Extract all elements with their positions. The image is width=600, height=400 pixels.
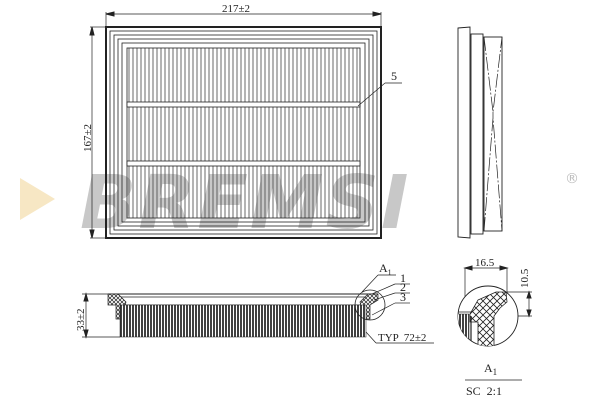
detail-title: A1 (484, 361, 497, 377)
callout-3: 3 (400, 290, 406, 304)
top-view: 217±2 167±2 5 (82, 3, 402, 239)
detail-width-dimension: 16.5 (475, 257, 495, 269)
side-view (457, 26, 503, 239)
detail-height-dimension: 10.5 (519, 268, 531, 288)
registered-mark: ® (565, 171, 579, 187)
callout-1: 1 (400, 271, 406, 285)
height-dimension: 167±2 (82, 124, 94, 152)
detail-view: 16.5 10.5 A1 SC 2:1 (457, 257, 532, 398)
section-view: 33±2 A1 1 2 3 TYP 72±2 (75, 261, 434, 344)
detail-scale: SC 2:1 (466, 384, 502, 398)
watermark-triangle-icon (20, 178, 55, 220)
width-dimension: 217±2 (222, 3, 250, 15)
section-height-dimension: 33±2 (75, 308, 87, 331)
detail-marker-a1: A1 (379, 261, 392, 277)
callout-2: 2 (400, 280, 406, 294)
pleat-count-note: TYP 72±2 (378, 332, 426, 344)
callout-5: 5 (391, 69, 397, 83)
